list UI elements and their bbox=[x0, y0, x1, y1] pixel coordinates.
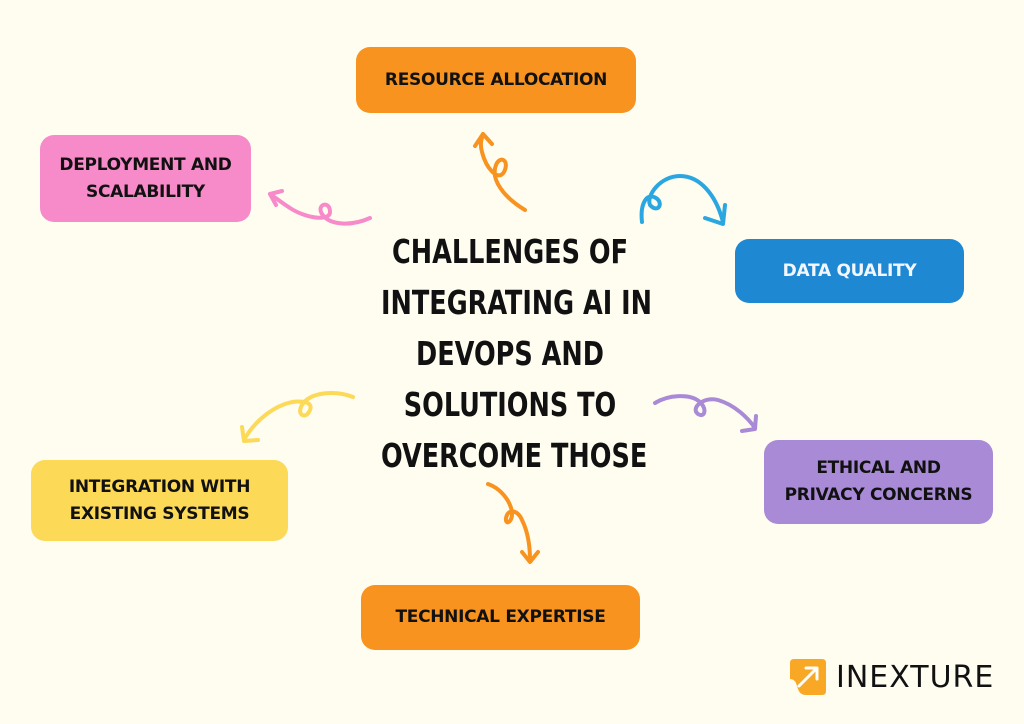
title-line-2: INTEGRATING AI IN bbox=[381, 283, 653, 322]
title-line-5: OVERCOME THOSE bbox=[381, 436, 648, 475]
title-line-4: SOLUTIONS TO bbox=[403, 385, 617, 424]
node-technical-expertise: TECHNICAL EXPERTISE bbox=[361, 585, 640, 650]
arrow-to-data-quality bbox=[639, 174, 727, 226]
node-label-line-1: INTEGRATION WITH bbox=[68, 476, 251, 497]
arrow-to-ethical-privacy bbox=[653, 394, 758, 433]
node-integration-existing: INTEGRATION WITH EXISTING SYSTEMS bbox=[31, 460, 288, 541]
title-line-1: CHALLENGES OF bbox=[391, 232, 629, 271]
brand-name: INEXTURE bbox=[836, 659, 995, 695]
node-label-line-2: EXISTING SYSTEMS bbox=[69, 503, 250, 524]
arrow-to-resource-allocation bbox=[473, 132, 527, 212]
node-label: RESOURCE ALLOCATION bbox=[384, 69, 608, 90]
node-deployment-scalability: DEPLOYMENT AND SCALABILITY bbox=[40, 135, 251, 222]
node-data-quality: DATA QUALITY bbox=[735, 239, 964, 303]
node-ethical-privacy: ETHICAL AND PRIVACY CONCERNS bbox=[764, 440, 993, 524]
node-label: DATA QUALITY bbox=[782, 260, 917, 281]
arrow-to-technical-expertise bbox=[486, 482, 540, 564]
node-label-line-1: DEPLOYMENT AND bbox=[59, 154, 232, 175]
arrow-up-right-icon bbox=[790, 659, 826, 695]
arrow-to-integration-existing bbox=[240, 391, 355, 443]
node-label-line-1: ETHICAL AND bbox=[816, 458, 941, 478]
node-label-line-2: PRIVACY CONCERNS bbox=[784, 485, 973, 505]
brand-logo: INEXTURE bbox=[790, 659, 994, 695]
node-label-line-2: SCALABILITY bbox=[86, 181, 205, 202]
title-line-3: DEVOPS AND bbox=[416, 334, 604, 373]
central-title: CHALLENGES OF INTEGRATING AI IN DEVOPS A… bbox=[381, 226, 653, 481]
node-resource-allocation: RESOURCE ALLOCATION bbox=[356, 47, 636, 113]
arrow-to-deployment-scalability bbox=[268, 189, 372, 226]
node-label: TECHNICAL EXPERTISE bbox=[395, 607, 606, 627]
